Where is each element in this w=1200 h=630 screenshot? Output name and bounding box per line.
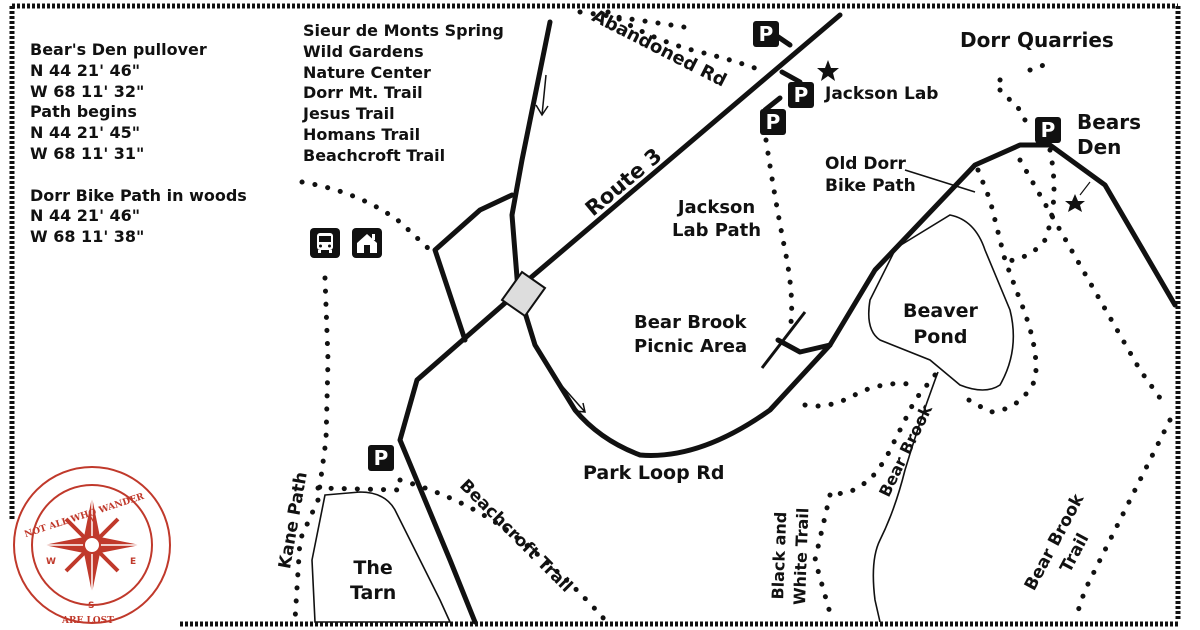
info-line: Sieur de Monts Spring [303,21,504,40]
bridge [500,270,547,318]
parking-icon: P [788,82,814,108]
star-icon [817,60,839,81]
info-line: Beachcroft Trail [303,145,446,165]
info-line: N 44 21' 46" [30,60,141,80]
trail-bear-brook-main [812,492,835,623]
arrow-down-icon [535,74,549,117]
bear-brook-stream [872,371,939,623]
label-dorr-quarries: Dorr Quarries [960,28,1114,52]
house-icon [352,228,382,258]
info-line: Dorr Mt. Trail [303,83,423,103]
label-jackson-lab: Jackson Lab [825,84,939,104]
parking-icon: P [1035,117,1061,143]
label-old-dorr: Old Dorr Bike Path [825,154,916,196]
compass-n: N [88,515,96,525]
arrow-diag-icon [554,377,586,413]
info-line: Dorr Bike Path in woods [30,185,247,205]
water-features [311,169,1015,623]
info-line: N 44 21' 46" [30,206,141,226]
bears-den-pointer [1079,181,1091,196]
old-dorr-pointer [904,169,976,193]
trail-kane [292,275,331,623]
compass-w: W [46,557,56,567]
label-park-loop: Park Loop Rd [583,462,725,484]
info-line: Bear's Den pullover [30,40,207,59]
bus-icon [310,228,340,258]
label-bears-den: Bears Den [1077,110,1142,159]
trail-pond-west [802,381,918,409]
trail-jackson-lab [763,137,795,333]
beaver-pond [867,214,1015,391]
info-left: Bear's Den pullover N 44 21' 46" W 68 11… [30,40,247,248]
info-line: Path begins [30,102,137,122]
trail-north-dots [577,9,693,31]
info-line: Jesus Trail [303,104,395,124]
label-the-tarn: The Tarn [350,557,397,604]
info-line: Nature Center [303,62,431,82]
trail-bears-den-loop [997,147,1057,265]
picnic-spur [775,337,833,355]
info-line: W 68 11' 32" [30,81,145,101]
info-line: N 44 21' 45" [30,123,141,143]
map-border [9,3,1181,627]
info-line: Homans Trail [303,124,421,144]
info-line: W 68 11' 31" [30,143,145,163]
info-line [30,165,247,186]
label-jackson-lab-path: Jackson Lab Path [672,197,762,241]
label-black-white: Black and White Trail [768,507,813,606]
logo-bottom-text: ARE LOST [62,616,114,626]
compass-icon [13,466,171,624]
star-icon [1065,194,1085,212]
trail-sieur-dots [299,179,433,253]
parking-icon: P [760,109,786,135]
direction-arrows [535,74,586,413]
parking-icon: P [368,445,394,471]
info-line: Wild Gardens [303,41,424,61]
dotted-trails [292,9,1173,623]
the-tarn [311,491,452,623]
trail-abandoned [605,9,763,73]
info-center: Sieur de Monts Spring Wild Gardens Natur… [303,21,504,167]
trail-tarn-top [315,485,403,493]
picnic-marker [760,311,807,369]
stars [817,60,1091,212]
sieur-spur [432,192,515,343]
parking-icon: P [753,21,779,47]
trail-dorr-dots [997,59,1053,83]
trail-old-dorr-dots [957,167,1039,415]
compass-s: S [88,601,95,611]
trail-beachcroft [397,477,608,623]
label-beaver-pond: Beaver Pond [903,300,978,348]
compass-e: E [130,557,137,567]
trail-quarry [997,87,1033,133]
label-bear-brook-picnic: Bear Brook Picnic Area [634,312,748,357]
trail-right-dots [1017,157,1168,408]
info-line: W 68 11' 38" [30,227,145,247]
